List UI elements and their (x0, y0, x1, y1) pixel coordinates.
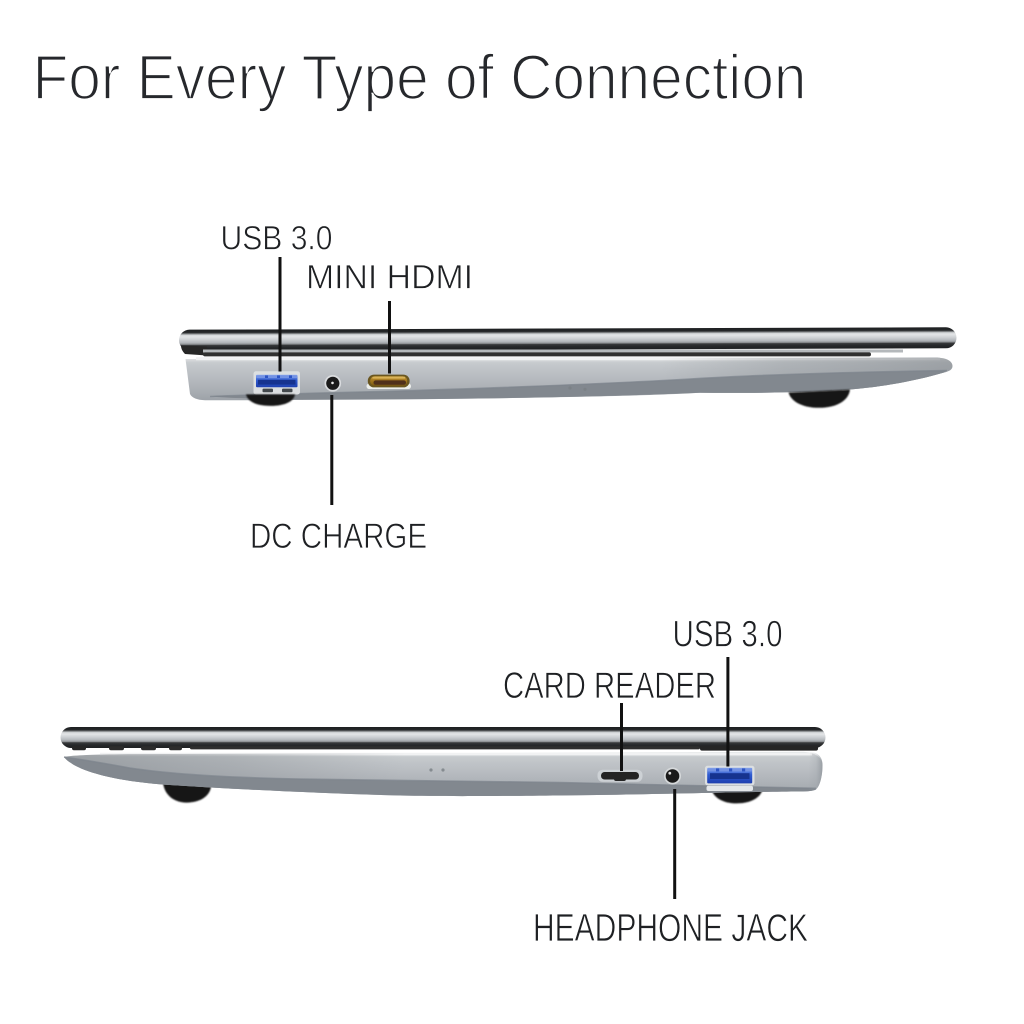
svg-text:For Every Type of Connection: For Every Type of Connection (33, 43, 807, 113)
svg-text:HEADPHONE JACK: HEADPHONE JACK (533, 907, 808, 950)
svg-text:USB 3.0: USB 3.0 (221, 220, 333, 258)
svg-text:USB 3.0: USB 3.0 (673, 614, 783, 655)
svg-text:MINI HDMI: MINI HDMI (306, 259, 473, 297)
svg-text:DC CHARGE: DC CHARGE (250, 517, 427, 556)
svg-text:CARD READER: CARD READER (503, 665, 716, 706)
